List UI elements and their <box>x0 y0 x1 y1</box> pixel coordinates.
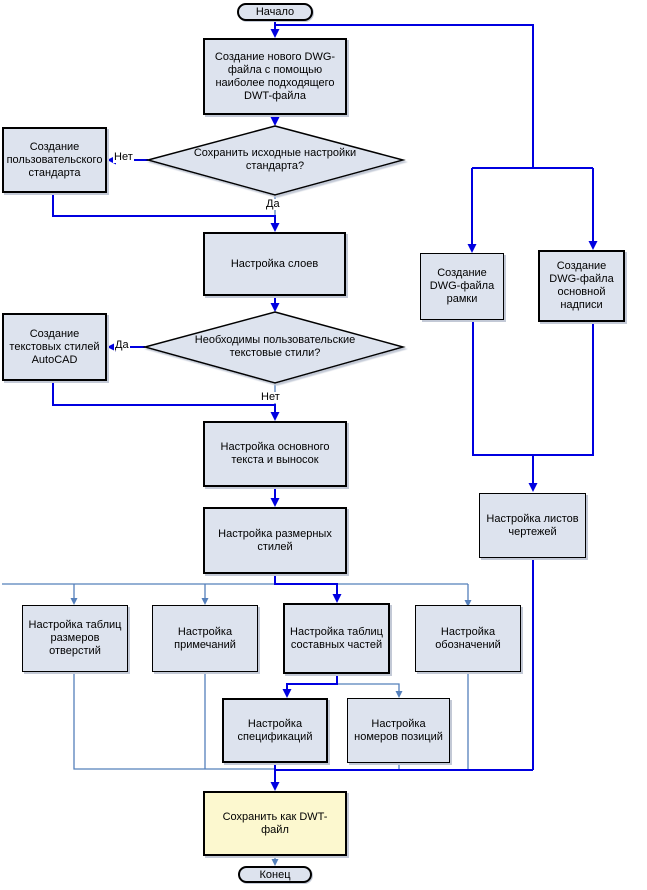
branch-arrowheads <box>70 598 472 866</box>
node-end: Конец <box>238 866 312 883</box>
node-main-text-setup: Настройка основного текста и выносок <box>203 421 347 487</box>
label-no-keep-standard: Нет <box>113 151 134 163</box>
node-save-as-dwt: Сохранить как DWT-файл <box>203 791 347 856</box>
main-flow-arrowheads <box>107 29 598 791</box>
node-custom-standard: Создание пользовательского стандарта <box>2 127 107 193</box>
node-specs-setup: Настройка спецификаций <box>222 698 328 763</box>
node-start: Начало <box>237 3 313 21</box>
node-notes-setup: Настройка примечаний <box>152 605 258 672</box>
branch-lines <box>2 195 469 859</box>
node-sheets-setup: Настройка листов чертежей <box>479 493 586 558</box>
node-frame-dwg: Создание DWG-файла рамки <box>420 253 504 320</box>
decision-keep-standard-text: Сохранить исходные настройки стандарта? <box>193 147 357 172</box>
label-yes-text-styles: Да <box>114 339 130 351</box>
node-hole-tables-setup: Настройка таблиц размеров отверстий <box>22 605 128 672</box>
node-item-numbers-setup: Настройка номеров позиций <box>347 698 450 763</box>
label-no-text-styles: Нет <box>260 391 281 403</box>
decision-diamond-text-styles <box>142 311 406 384</box>
decision-text-styles-text: Необходимы пользовательские текстовые ст… <box>194 334 356 359</box>
decision-diamond-keep-standard <box>145 125 406 196</box>
label-yes-keep-standard: Да <box>265 198 281 210</box>
node-parts-tables-setup: Настройка таблиц составных частей <box>283 603 390 674</box>
node-layers-setup: Настройка слоев <box>203 232 346 296</box>
node-title-block-dwg: Создание DWG-файла основной надписи <box>538 250 625 322</box>
node-dim-styles-setup: Настройка размерных стилей <box>203 507 347 574</box>
main-flow-lines <box>52 21 594 782</box>
node-text-styles: Создание текстовых стилей AutoCAD <box>2 313 107 381</box>
node-create-new-dwg: Создание нового DWG-файла с помощью наиб… <box>203 38 347 115</box>
node-symbols-setup: Настройка обозначений <box>415 605 521 672</box>
